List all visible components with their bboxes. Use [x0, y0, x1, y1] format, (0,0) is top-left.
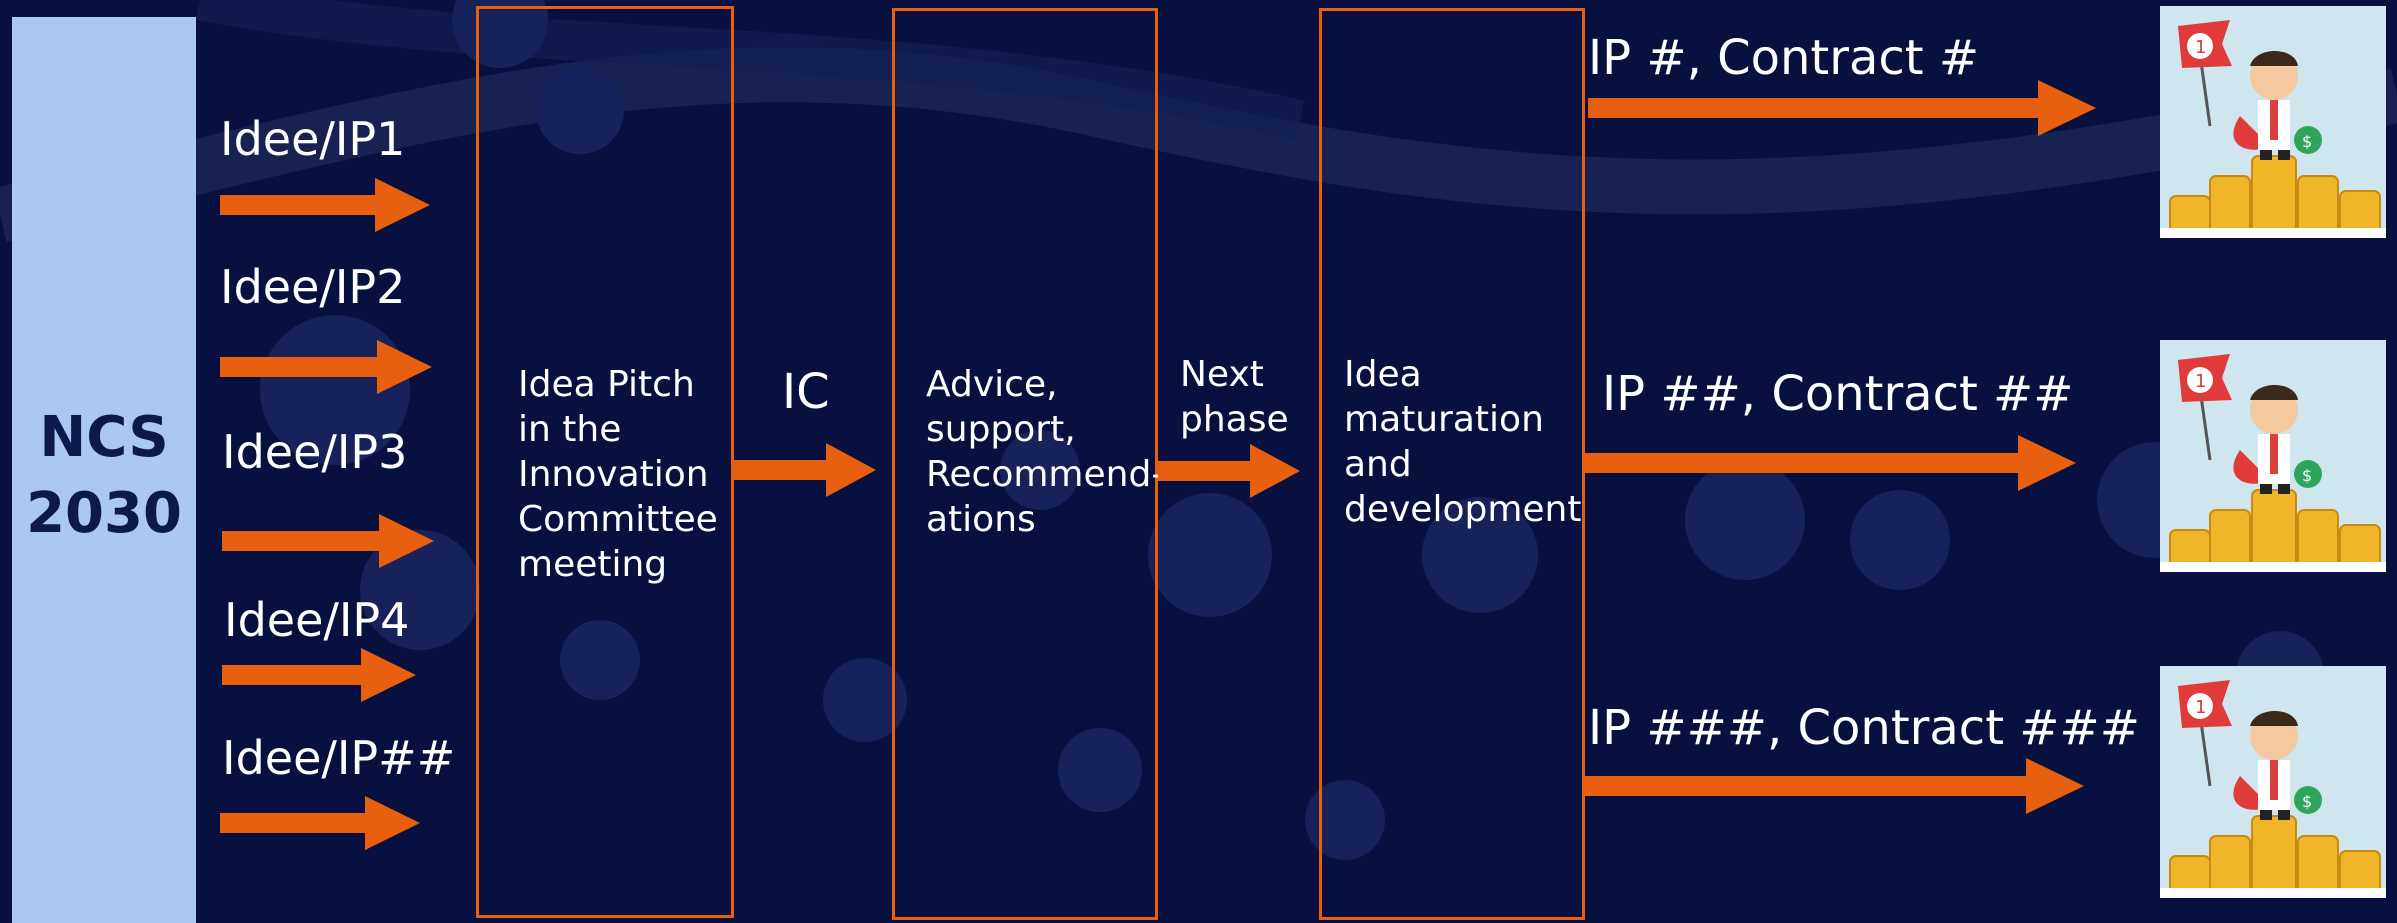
right-arrow-icon	[1584, 435, 2076, 491]
idea-label-3: Idee/IP3	[222, 425, 408, 479]
svg-text:$: $	[2302, 466, 2312, 485]
maturation-line: Idea	[1344, 354, 1422, 395]
advice-line: Advice,	[926, 364, 1058, 405]
advice-line: ations	[926, 499, 1036, 540]
next-phase-label: Next phase	[1180, 352, 1289, 442]
ncs-label-line2: 2030	[26, 481, 182, 546]
prize-winner-icon: 1 $	[2160, 6, 2386, 238]
idea-label-2: Idee/IP2	[220, 260, 406, 314]
output-label-1: IP #, Contract #	[1588, 30, 1980, 86]
ncs-panel	[12, 17, 196, 923]
right-arrow-icon	[1588, 80, 2096, 136]
advice-stage-text: Advice, support, Recommend- ations	[926, 362, 1164, 542]
ncs-label: NCS 2030	[12, 400, 196, 552]
output-label-3: IP ###, Contract ###	[1588, 700, 2140, 756]
svg-text:1: 1	[2195, 697, 2206, 718]
right-arrow-icon	[734, 443, 876, 497]
right-arrow-icon	[222, 514, 434, 568]
pitch-line: meeting	[518, 544, 668, 585]
pitch-line: Idea Pitch	[518, 364, 695, 405]
right-arrow-icon	[220, 796, 420, 850]
next-phase-line: phase	[1180, 399, 1289, 440]
right-arrow-icon	[1158, 444, 1300, 498]
advice-line: support,	[926, 409, 1076, 450]
advice-stage-box	[892, 8, 1158, 920]
pitch-stage-box	[476, 6, 734, 918]
right-arrow-icon	[220, 178, 430, 232]
prize-winner-icon: 1 $	[2160, 666, 2386, 898]
idea-label-5: Idee/IP##	[222, 731, 456, 785]
maturation-stage-text: Idea maturation and development	[1344, 352, 1581, 532]
pitch-line: Committee	[518, 499, 718, 540]
next-phase-line: Next	[1180, 354, 1264, 395]
ncs-label-line1: NCS	[39, 405, 169, 470]
advice-line: Recommend-	[926, 454, 1165, 495]
right-arrow-icon	[220, 340, 432, 394]
idea-label-4: Idee/IP4	[224, 593, 410, 647]
maturation-stage-box	[1319, 8, 1585, 920]
svg-text:1: 1	[2195, 37, 2206, 58]
right-arrow-icon	[222, 648, 416, 702]
output-label-2: IP ##, Contract ##	[1602, 366, 2074, 422]
right-arrow-icon	[1584, 758, 2084, 814]
svg-text:$: $	[2302, 792, 2312, 811]
pitch-line: Innovation	[518, 454, 709, 495]
prize-winner-icon: 1 $	[2160, 340, 2386, 572]
maturation-line: development	[1344, 489, 1582, 530]
svg-text:$: $	[2302, 132, 2312, 151]
ic-label: IC	[782, 364, 830, 420]
maturation-line: and	[1344, 444, 1412, 485]
idea-label-1: Idee/IP1	[220, 112, 406, 166]
pitch-line: in the	[518, 409, 622, 450]
maturation-line: maturation	[1344, 399, 1544, 440]
svg-text:1: 1	[2195, 371, 2206, 392]
pitch-stage-text: Idea Pitch in the Innovation Committee m…	[518, 362, 718, 587]
